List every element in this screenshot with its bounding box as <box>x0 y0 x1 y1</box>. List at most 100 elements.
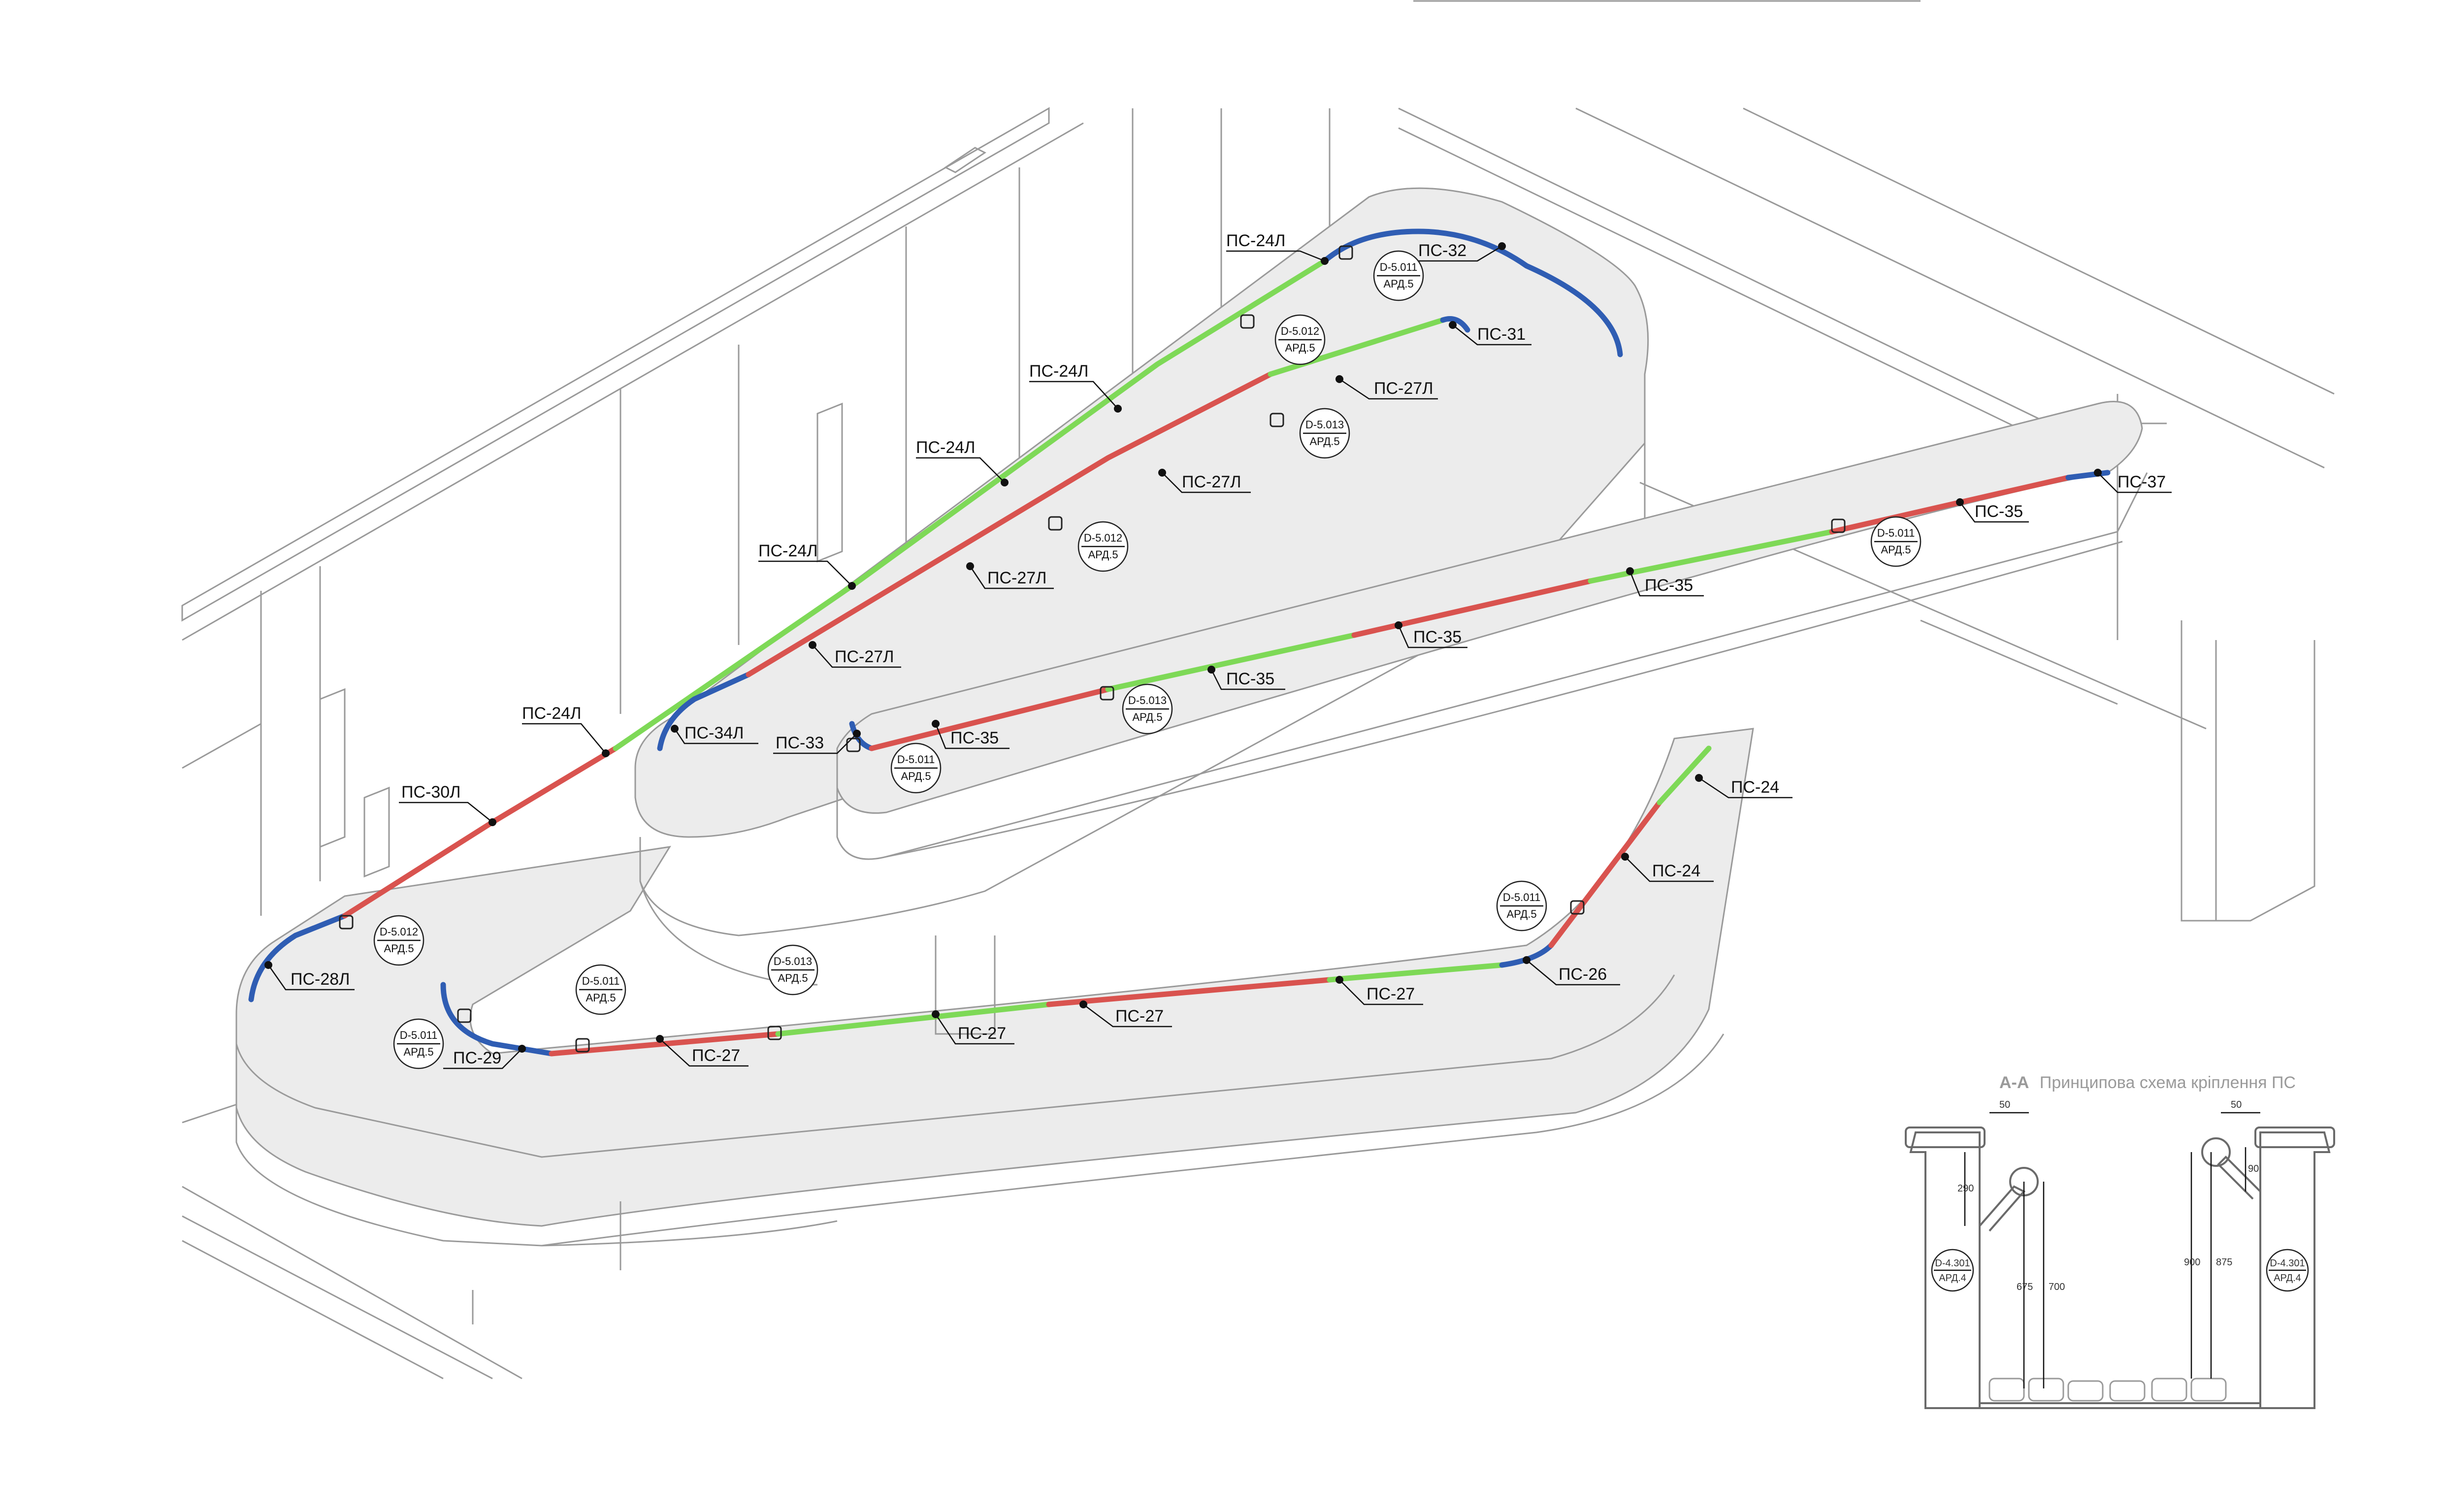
label-ps24: ПС-24 <box>1731 778 1779 797</box>
svg-text:АРД.5: АРД.5 <box>1881 544 1911 556</box>
svg-text:50: 50 <box>2231 1099 2242 1110</box>
svg-text:АРД.4: АРД.4 <box>1939 1273 1966 1284</box>
fixture-tags: D-5.011 АРД.5 D-5.012 АРД.5 D-5.013 АРД.… <box>373 250 1922 1069</box>
svg-text:50: 50 <box>1999 1099 2010 1110</box>
label-ps27: ПС-27 <box>958 1024 1006 1043</box>
label-ps30l: ПС-30Л <box>401 783 460 802</box>
seg-red-27-c <box>1046 977 1333 1007</box>
fixture-tag: D-5.013 АРД.5 <box>1122 683 1173 735</box>
junction-box <box>846 738 861 752</box>
junction-box <box>457 1008 472 1023</box>
seg-red-27l-a <box>746 371 1273 677</box>
junction-box <box>1831 518 1846 533</box>
seg-red-35-a <box>869 686 1111 751</box>
label-ps27: ПС-27 <box>692 1046 740 1065</box>
svg-text:АРД.5: АРД.5 <box>778 972 808 984</box>
label-ps24l: ПС-24Л <box>758 542 817 560</box>
label-ps27l: ПС-27Л <box>1182 473 1241 491</box>
svg-text:АРД.5: АРД.5 <box>384 942 414 955</box>
label-ps24l: ПС-24Л <box>1029 362 1088 381</box>
svg-text:D-5.011: D-5.011 <box>400 1029 438 1041</box>
section-title: А-А Принципова схема кріплення ПС <box>1999 1073 2296 1092</box>
fixture-tag: D-5.011 АРД.5 <box>393 1018 444 1069</box>
label-ps35: ПС-35 <box>1645 576 1693 595</box>
svg-text:875: 875 <box>2216 1257 2232 1268</box>
seg-green-24l-a <box>613 583 855 751</box>
fixture-tag: D-4.301 АРД.4 <box>1931 1249 1974 1292</box>
seg-green-27-b <box>775 1001 1052 1037</box>
label-ps24l: ПС-24Л <box>1226 231 1285 250</box>
label-ps37: ПС-37 <box>2117 473 2166 491</box>
svg-text:АРД.4: АРД.4 <box>2274 1273 2301 1284</box>
seg-blue-34l <box>657 672 751 751</box>
label-ps35: ПС-35 <box>1413 628 1462 646</box>
label-ps27l: ПС-27Л <box>1374 379 1433 398</box>
fixture-tag: D-5.011 АРД.5 <box>1496 880 1547 932</box>
junction-box <box>1240 314 1255 329</box>
label-ps35: ПС-35 <box>950 729 999 747</box>
svg-text:D-5.013: D-5.013 <box>1305 418 1344 431</box>
svg-text:АРД.5: АРД.5 <box>901 770 931 782</box>
svg-text:D-5.011: D-5.011 <box>1380 261 1418 273</box>
label-ps27l: ПС-27Л <box>835 647 894 666</box>
label-ps27: ПС-27 <box>1115 1007 1164 1026</box>
junction-box <box>1338 245 1353 260</box>
seg-red-35-c <box>1351 578 1594 638</box>
label-ps27l: ПС-27Л <box>987 569 1046 587</box>
label-ps24: ПС-24 <box>1652 862 1700 880</box>
svg-text:D-5.012: D-5.012 <box>380 926 418 938</box>
svg-text:D-4.301: D-4.301 <box>1935 1258 1970 1269</box>
fixture-tag: D-5.013 АРД.5 <box>767 944 818 996</box>
fixture-tag: D-5.012 АРД.5 <box>1274 314 1326 365</box>
seg-red-24-a <box>1548 800 1662 948</box>
label-ps31: ПС-31 <box>1477 325 1526 344</box>
label-ps35: ПС-35 <box>1226 670 1274 688</box>
seg-blue-26 <box>1499 942 1554 968</box>
fixture-tag: D-5.011 АРД.5 <box>575 964 626 1015</box>
junction-box <box>339 915 354 930</box>
label-ps32: ПС-32 <box>1418 241 1466 260</box>
svg-text:700: 700 <box>2049 1282 2065 1292</box>
svg-text:АРД.5: АРД.5 <box>1383 278 1413 290</box>
fixture-tag: D-5.012 АРД.5 <box>373 915 424 966</box>
junction-box <box>575 1038 590 1053</box>
fixture-tag: D-5.012 АРД.5 <box>1077 521 1129 572</box>
seg-green-27-d <box>1327 962 1505 983</box>
seg-blue-32 <box>1322 228 1623 357</box>
fixture-tag: D-5.013 АРД.5 <box>1299 408 1350 459</box>
svg-text:D-5.012: D-5.012 <box>1281 325 1319 337</box>
seg-blue-29 <box>440 982 554 1057</box>
svg-text:АРД.5: АРД.5 <box>1132 711 1162 723</box>
label-ps24l: ПС-24Л <box>522 704 581 723</box>
junction-box <box>767 1026 782 1040</box>
svg-text:D-5.011: D-5.011 <box>1503 891 1541 903</box>
seg-green-27l-b <box>1268 317 1446 377</box>
svg-text:АРД.5: АРД.5 <box>403 1046 433 1058</box>
label-ps29: ПС-29 <box>453 1049 501 1067</box>
junction-box <box>1100 686 1114 701</box>
label-ps34l: ПС-34Л <box>684 724 744 742</box>
svg-text:D-5.013: D-5.013 <box>1128 694 1167 707</box>
fixture-tag: D-5.011 АРД.5 <box>890 742 942 794</box>
svg-text:D-5.011: D-5.011 <box>897 753 935 766</box>
section-detail: А-А Принципова схема кріплення ПС 5 <box>1905 1073 2335 1409</box>
svg-text:90: 90 <box>2248 1163 2259 1174</box>
label-ps26: ПС-26 <box>1559 965 1607 984</box>
junction-box <box>1048 516 1063 531</box>
label-ps28l: ПС-28Л <box>291 970 350 989</box>
svg-text:D-4.301: D-4.301 <box>2270 1258 2305 1269</box>
svg-text:D-5.011: D-5.011 <box>1877 527 1915 539</box>
seg-blue-31 <box>1440 316 1470 333</box>
svg-text:D-5.011: D-5.011 <box>582 975 620 987</box>
junction-box <box>1270 413 1284 427</box>
svg-text:675: 675 <box>2017 1282 2033 1292</box>
seg-green-35-b <box>1105 632 1357 692</box>
seg-green-24-b <box>1657 745 1712 805</box>
label-ps35: ПС-35 <box>1975 502 2023 521</box>
label-ps24l: ПС-24Л <box>916 438 975 457</box>
svg-text:АРД.5: АРД.5 <box>586 992 616 1004</box>
junction-box <box>1570 900 1585 915</box>
svg-text:290: 290 <box>1957 1183 1974 1194</box>
svg-text:АРД.5: АРД.5 <box>1309 435 1339 448</box>
